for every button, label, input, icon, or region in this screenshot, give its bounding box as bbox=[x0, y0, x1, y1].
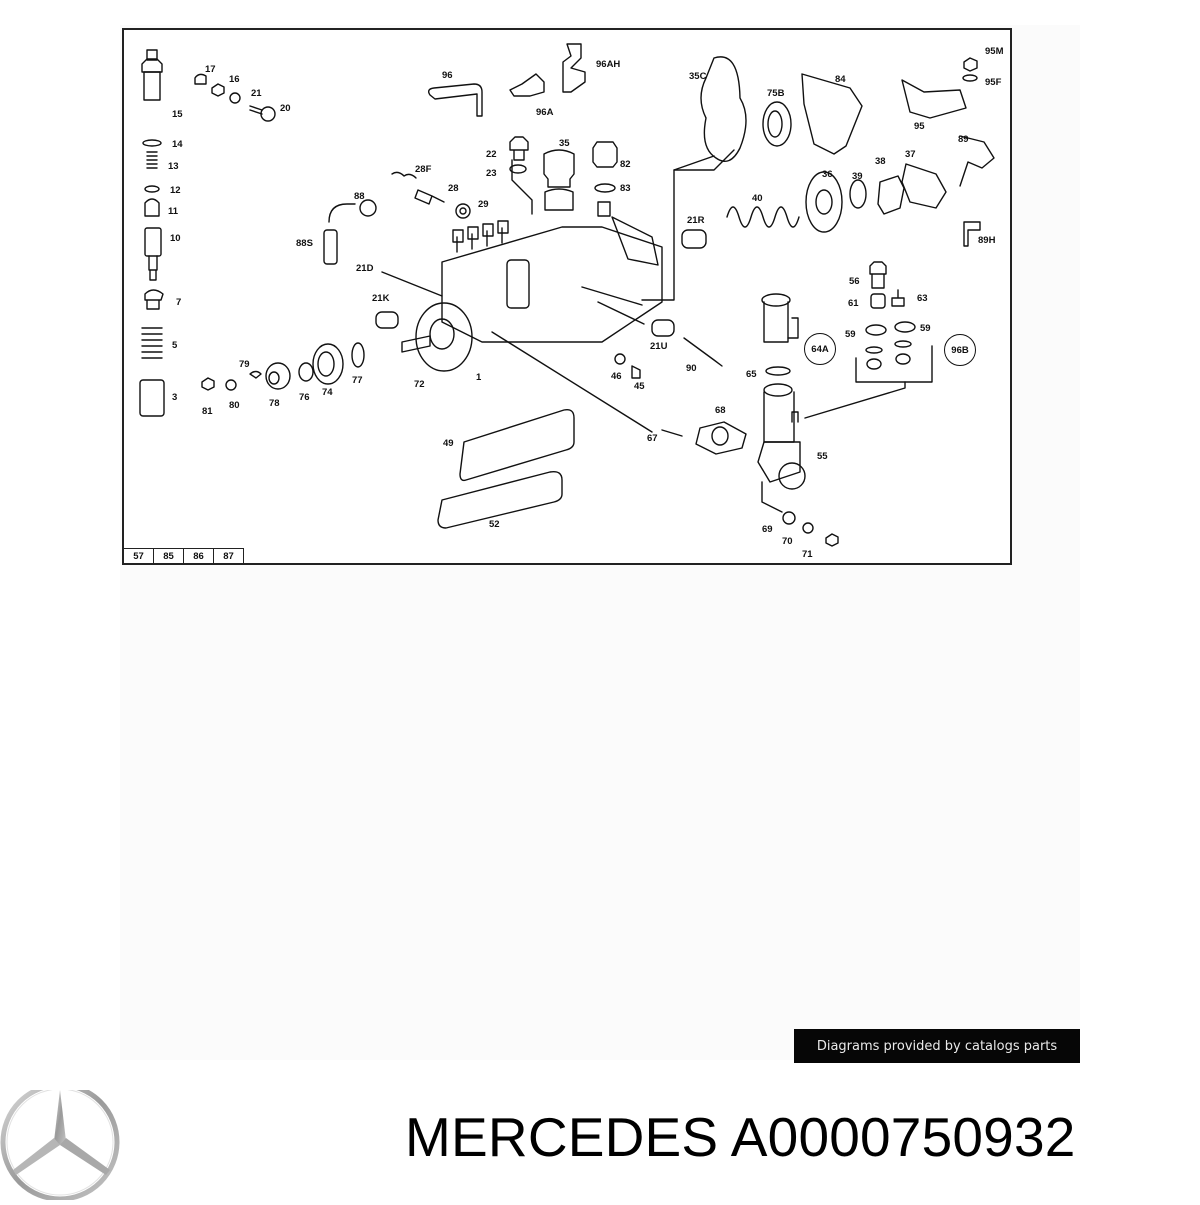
part-label-83: 83 bbox=[620, 183, 631, 194]
part-label-49: 49 bbox=[443, 438, 454, 449]
part-label-7: 7 bbox=[176, 297, 182, 308]
part-label-17: 17 bbox=[205, 64, 216, 75]
part-label-82: 82 bbox=[620, 159, 631, 170]
part-label-3: 3 bbox=[172, 392, 178, 403]
part-label-28: 28 bbox=[448, 183, 459, 194]
part-label-35c: 35C bbox=[689, 71, 707, 82]
reference-legend: 57 85 86 87 bbox=[124, 548, 244, 563]
part-label-10: 10 bbox=[170, 233, 181, 244]
part-label-79: 79 bbox=[239, 359, 250, 370]
part-label-1: 1 bbox=[476, 372, 482, 383]
part-label-11: 11 bbox=[168, 206, 179, 217]
part-label-23: 23 bbox=[486, 168, 497, 179]
part-label-13: 13 bbox=[168, 161, 179, 172]
part-label-28f: 28F bbox=[415, 164, 432, 175]
part-label-52: 52 bbox=[489, 519, 500, 530]
legend-box-87: 87 bbox=[213, 549, 243, 563]
part-label-67: 67 bbox=[647, 433, 658, 444]
legend-box-85: 85 bbox=[153, 549, 183, 563]
part-label-37: 37 bbox=[905, 149, 916, 160]
part-label-12: 12 bbox=[170, 185, 181, 196]
part-label-96ah: 96AH bbox=[596, 59, 621, 70]
part-label-89: 89 bbox=[958, 134, 969, 145]
part-label-59-right: 59 bbox=[920, 323, 931, 334]
part-label-46: 46 bbox=[611, 371, 622, 382]
part-label-63: 63 bbox=[917, 293, 928, 304]
exploded-pump-drawing bbox=[139, 43, 995, 547]
part-label-29: 29 bbox=[478, 199, 489, 210]
part-label-55: 55 bbox=[817, 451, 828, 462]
part-label-68: 68 bbox=[715, 405, 726, 416]
part-label-15: 15 bbox=[172, 109, 183, 120]
part-label-21d: 21D bbox=[356, 263, 374, 274]
part-label-38: 38 bbox=[875, 156, 886, 167]
callout-64a: 64A bbox=[804, 333, 836, 365]
part-label-45: 45 bbox=[634, 381, 645, 392]
part-label-95m: 95M bbox=[985, 46, 1004, 57]
part-label-70: 70 bbox=[782, 536, 793, 547]
part-label-89h: 89H bbox=[978, 235, 996, 246]
part-label-77: 77 bbox=[352, 375, 363, 386]
part-label-95f: 95F bbox=[985, 77, 1002, 88]
part-label-65: 65 bbox=[746, 369, 757, 380]
part-label-96a: 96A bbox=[536, 107, 554, 118]
part-label-75b: 75B bbox=[767, 88, 785, 99]
part-label-40: 40 bbox=[752, 193, 763, 204]
part-label-71: 71 bbox=[802, 549, 813, 560]
part-label-78: 78 bbox=[269, 398, 280, 409]
part-label-88: 88 bbox=[354, 191, 365, 202]
mercedes-star-icon bbox=[0, 1082, 125, 1202]
part-label-5: 5 bbox=[172, 340, 178, 351]
part-label-20: 20 bbox=[280, 103, 291, 114]
part-label-22: 22 bbox=[486, 149, 497, 160]
part-label-90: 90 bbox=[686, 363, 697, 374]
part-label-88s: 88S bbox=[296, 238, 313, 249]
part-label-59-left: 59 bbox=[845, 329, 856, 340]
part-label-14: 14 bbox=[172, 139, 183, 150]
part-label-56: 56 bbox=[849, 276, 860, 287]
part-label-39: 39 bbox=[852, 171, 863, 182]
part-label-35: 35 bbox=[559, 138, 570, 149]
credit-banner: Diagrams provided by catalogs parts bbox=[794, 1029, 1080, 1063]
brand-name: MERCEDES bbox=[405, 1106, 719, 1168]
part-label-95: 95 bbox=[914, 121, 925, 132]
part-label-61: 61 bbox=[848, 298, 859, 309]
part-label-21k: 21K bbox=[372, 293, 390, 304]
part-label-81: 81 bbox=[202, 406, 213, 417]
part-label-80: 80 bbox=[229, 400, 240, 411]
product-title: MERCEDES A0000750932 bbox=[405, 1110, 1076, 1165]
legend-box-57: 57 bbox=[133, 550, 144, 562]
part-label-76: 76 bbox=[299, 392, 310, 403]
part-label-36: 36 bbox=[822, 169, 833, 180]
part-label-16: 16 bbox=[229, 74, 240, 85]
part-label-74: 74 bbox=[322, 387, 333, 398]
part-number: A0000750932 bbox=[730, 1106, 1076, 1168]
part-label-72: 72 bbox=[414, 379, 425, 390]
part-label-69: 69 bbox=[762, 524, 773, 535]
part-label-21: 21 bbox=[251, 88, 262, 99]
legend-box-86: 86 bbox=[183, 549, 213, 563]
part-label-21r: 21R bbox=[687, 215, 705, 226]
callout-96b: 96B bbox=[944, 334, 976, 366]
parts-diagram-frame: 15 14 13 12 11 10 7 5 3 17 16 21 20 96 9… bbox=[122, 28, 1012, 565]
part-label-96: 96 bbox=[442, 70, 453, 81]
part-label-84: 84 bbox=[835, 74, 846, 85]
part-label-21u: 21U bbox=[650, 341, 668, 352]
